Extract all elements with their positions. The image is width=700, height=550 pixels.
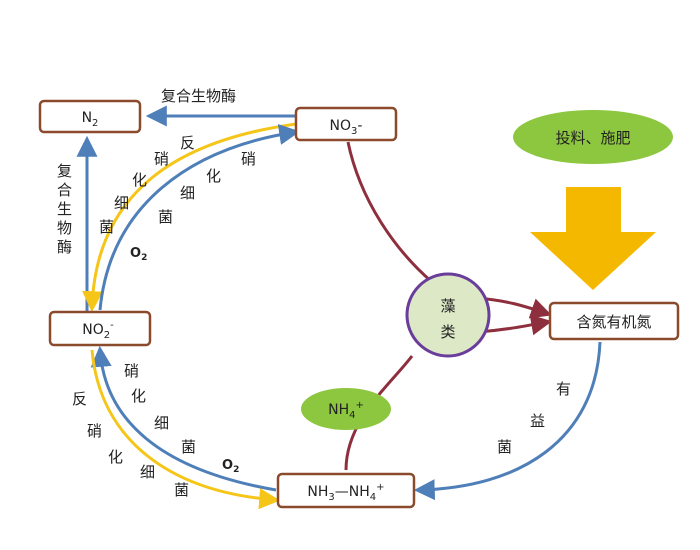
n2-node: N2 bbox=[38, 99, 142, 134]
o2-top-label: O2 bbox=[130, 246, 147, 263]
beneficial-bacteria-label: 有 益 菌 bbox=[497, 380, 571, 456]
denitrify-bottom-char-4: 细 bbox=[140, 463, 155, 481]
algae-char-1: 藻 bbox=[440, 297, 455, 315]
no3-subscript: 3 bbox=[351, 126, 357, 137]
nitrify-top-arc bbox=[98, 124, 301, 311]
nh3-nh4-node: NH3—NH4+ bbox=[276, 472, 416, 509]
denitrify-top-arc bbox=[82, 122, 297, 313]
nh3-nh4-dash: — bbox=[335, 484, 349, 500]
nh4-ellipse-text: NH bbox=[328, 402, 349, 418]
n2-text: N bbox=[82, 110, 92, 126]
svg-text:N2: N2 bbox=[82, 110, 99, 129]
denitrify-top-char-5: 菌 bbox=[99, 218, 114, 236]
o2-top-subscript: 2 bbox=[141, 253, 147, 263]
nitrify-top-char-1: 硝 bbox=[241, 150, 256, 168]
svg-text:NH3—NH4+: NH3—NH4+ bbox=[307, 482, 384, 503]
nitrify-top-char-4: 菌 bbox=[158, 208, 173, 226]
nh4-ellipse-superscript: + bbox=[355, 400, 363, 411]
organic-nitrogen-node: 含氮有机氮 bbox=[548, 301, 680, 341]
denitrify-top-char-1: 反 bbox=[180, 134, 195, 152]
no3-suffix: - bbox=[357, 118, 362, 134]
denitrify-top-char-4: 细 bbox=[114, 194, 129, 212]
denitrify-top-label: 反 硝 化 细 菌 bbox=[99, 134, 195, 236]
denitrify-bottom-label: 反 硝 化 细 菌 bbox=[72, 390, 189, 499]
svg-text:NO3-: NO3- bbox=[330, 118, 363, 137]
o2-bottom-text: O bbox=[222, 458, 233, 473]
nitrify-bottom-char-4: 菌 bbox=[181, 438, 196, 456]
nh4-superscript: + bbox=[376, 482, 384, 493]
enzyme-top-label: 复合生物酶 bbox=[161, 87, 236, 105]
denitrify-bottom-char-3: 化 bbox=[108, 448, 123, 466]
nitrify-bottom-arc bbox=[90, 345, 277, 492]
no3-node: NO3- bbox=[294, 106, 398, 142]
no2-superscript: - bbox=[110, 320, 114, 331]
nh3-text: NH bbox=[307, 484, 328, 500]
svg-text:NO2-: NO2- bbox=[82, 320, 114, 341]
organic-to-nh3-arrow bbox=[413, 341, 602, 501]
denitrify-top-char-3: 化 bbox=[132, 171, 147, 189]
denitrify-bottom-char-5: 菌 bbox=[174, 481, 189, 499]
enzyme-left-char-2: 合 bbox=[57, 181, 72, 199]
denitrify-bottom-char-1: 反 bbox=[72, 390, 87, 408]
no2-text: NO bbox=[82, 322, 104, 338]
enzyme-left-char-1: 复 bbox=[57, 162, 72, 180]
organic-nitrogen-text: 含氮有机氮 bbox=[576, 313, 651, 331]
o2-bottom-subscript: 2 bbox=[233, 465, 239, 475]
denitrify-top-char-2: 硝 bbox=[154, 150, 169, 168]
nitrify-bottom-char-3: 细 bbox=[154, 414, 169, 432]
svg-text:NH4+: NH4+ bbox=[328, 400, 364, 421]
nitrify-top-label: 硝 化 细 菌 bbox=[158, 150, 256, 226]
nh4-ellipse-subscript: 4 bbox=[349, 410, 355, 421]
no2-node: NO2- bbox=[48, 310, 152, 347]
nh4-subscript: 4 bbox=[370, 492, 376, 503]
denitrify-bottom-char-2: 硝 bbox=[87, 422, 102, 440]
o2-top-text: O bbox=[130, 246, 141, 261]
nitrify-bottom-char-2: 化 bbox=[131, 387, 146, 405]
enzyme-left-label: 复 合 生 物 酶 bbox=[57, 162, 72, 256]
nitrify-top-char-2: 化 bbox=[206, 167, 221, 185]
no3-to-algae-line bbox=[346, 141, 433, 284]
enzyme-left-char-3: 生 bbox=[57, 200, 72, 218]
feed-fertilize-text: 投料、施肥 bbox=[555, 129, 630, 147]
nh3-subscript: 3 bbox=[328, 492, 334, 503]
input-down-arrow bbox=[530, 187, 656, 290]
algae-node: 藻 类 bbox=[405, 272, 491, 358]
nitrify-bottom-label: 硝 化 细 菌 bbox=[124, 362, 196, 456]
enzyme-left-char-4: 物 bbox=[57, 219, 72, 237]
beneficial-char-1: 有 bbox=[556, 380, 571, 398]
algae-char-2: 类 bbox=[440, 323, 455, 341]
no3-text: NO bbox=[330, 118, 352, 134]
beneficial-char-2: 益 bbox=[530, 412, 545, 430]
o2-bottom-label: O2 bbox=[222, 458, 239, 475]
nh4-ellipse-node: NH4+ bbox=[301, 388, 391, 430]
nh4-text: NH bbox=[349, 484, 370, 500]
no2-subscript: 2 bbox=[104, 330, 110, 341]
nitrify-top-char-3: 细 bbox=[180, 184, 195, 202]
nitrify-bottom-char-1: 硝 bbox=[124, 362, 139, 380]
feed-fertilize-node: 投料、施肥 bbox=[513, 110, 673, 164]
beneficial-char-3: 菌 bbox=[497, 438, 512, 456]
enzyme-left-char-5: 酶 bbox=[57, 238, 72, 256]
denitrify-bottom-arc bbox=[90, 349, 281, 510]
n2-subscript: 2 bbox=[92, 118, 98, 129]
